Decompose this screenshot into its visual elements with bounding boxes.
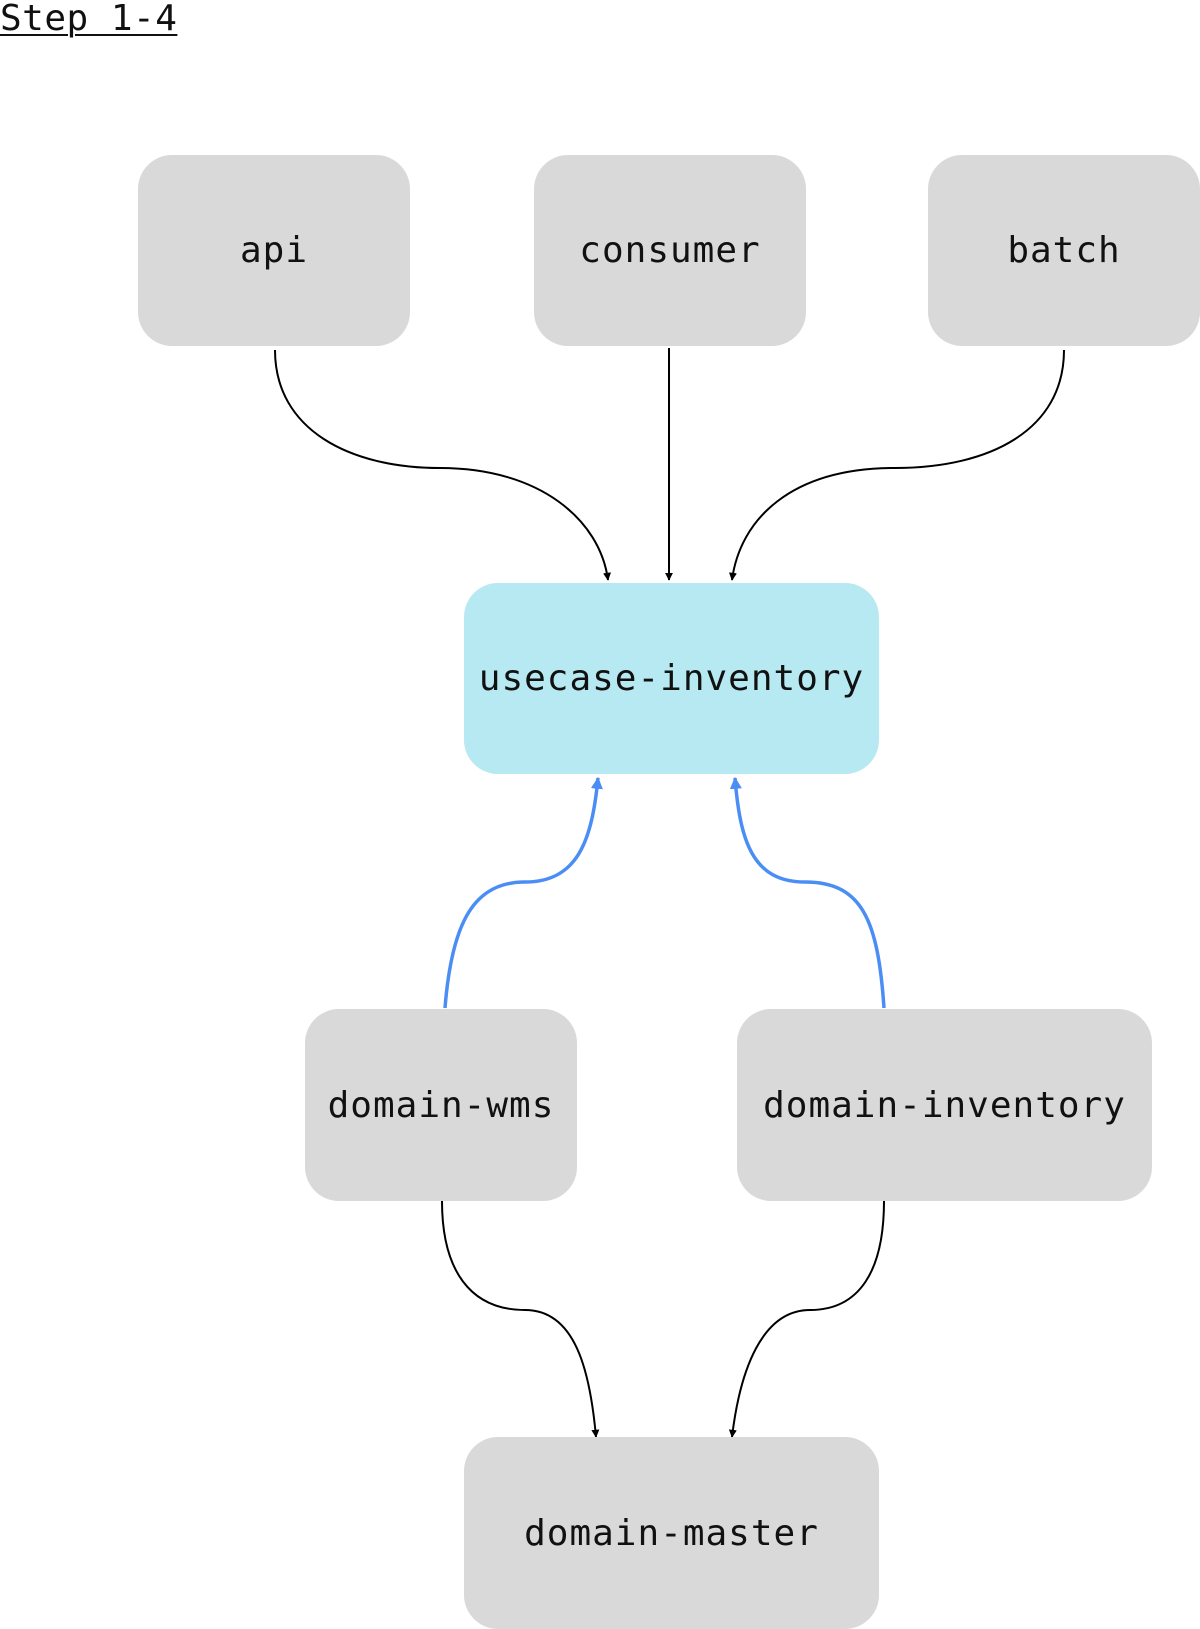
- edge-domain-wms-to-usecase-inventory: [443, 776, 603, 1009]
- node-domain-inventory[interactable]: domain-inventory: [737, 1009, 1152, 1201]
- diagram-title: Step 1-4: [0, 0, 178, 39]
- node-consumer[interactable]: consumer: [534, 155, 806, 346]
- node-batch[interactable]: batch: [928, 155, 1200, 346]
- edge-domain-inventory-to-usecase-inventory: [729, 776, 886, 1009]
- node-domain-wms[interactable]: domain-wms: [305, 1009, 577, 1201]
- node-usecase-inventory[interactable]: usecase-inventory: [464, 583, 879, 774]
- edge-domain-wms-to-domain-master: [441, 1200, 600, 1438]
- node-api[interactable]: api: [138, 155, 410, 346]
- edge-api-to-usecase-inventory: [274, 349, 612, 581]
- edge-domain-inventory-to-domain-master: [728, 1200, 885, 1438]
- node-domain-master[interactable]: domain-master: [464, 1437, 879, 1629]
- edge-batch-to-usecase-inventory: [728, 349, 1065, 581]
